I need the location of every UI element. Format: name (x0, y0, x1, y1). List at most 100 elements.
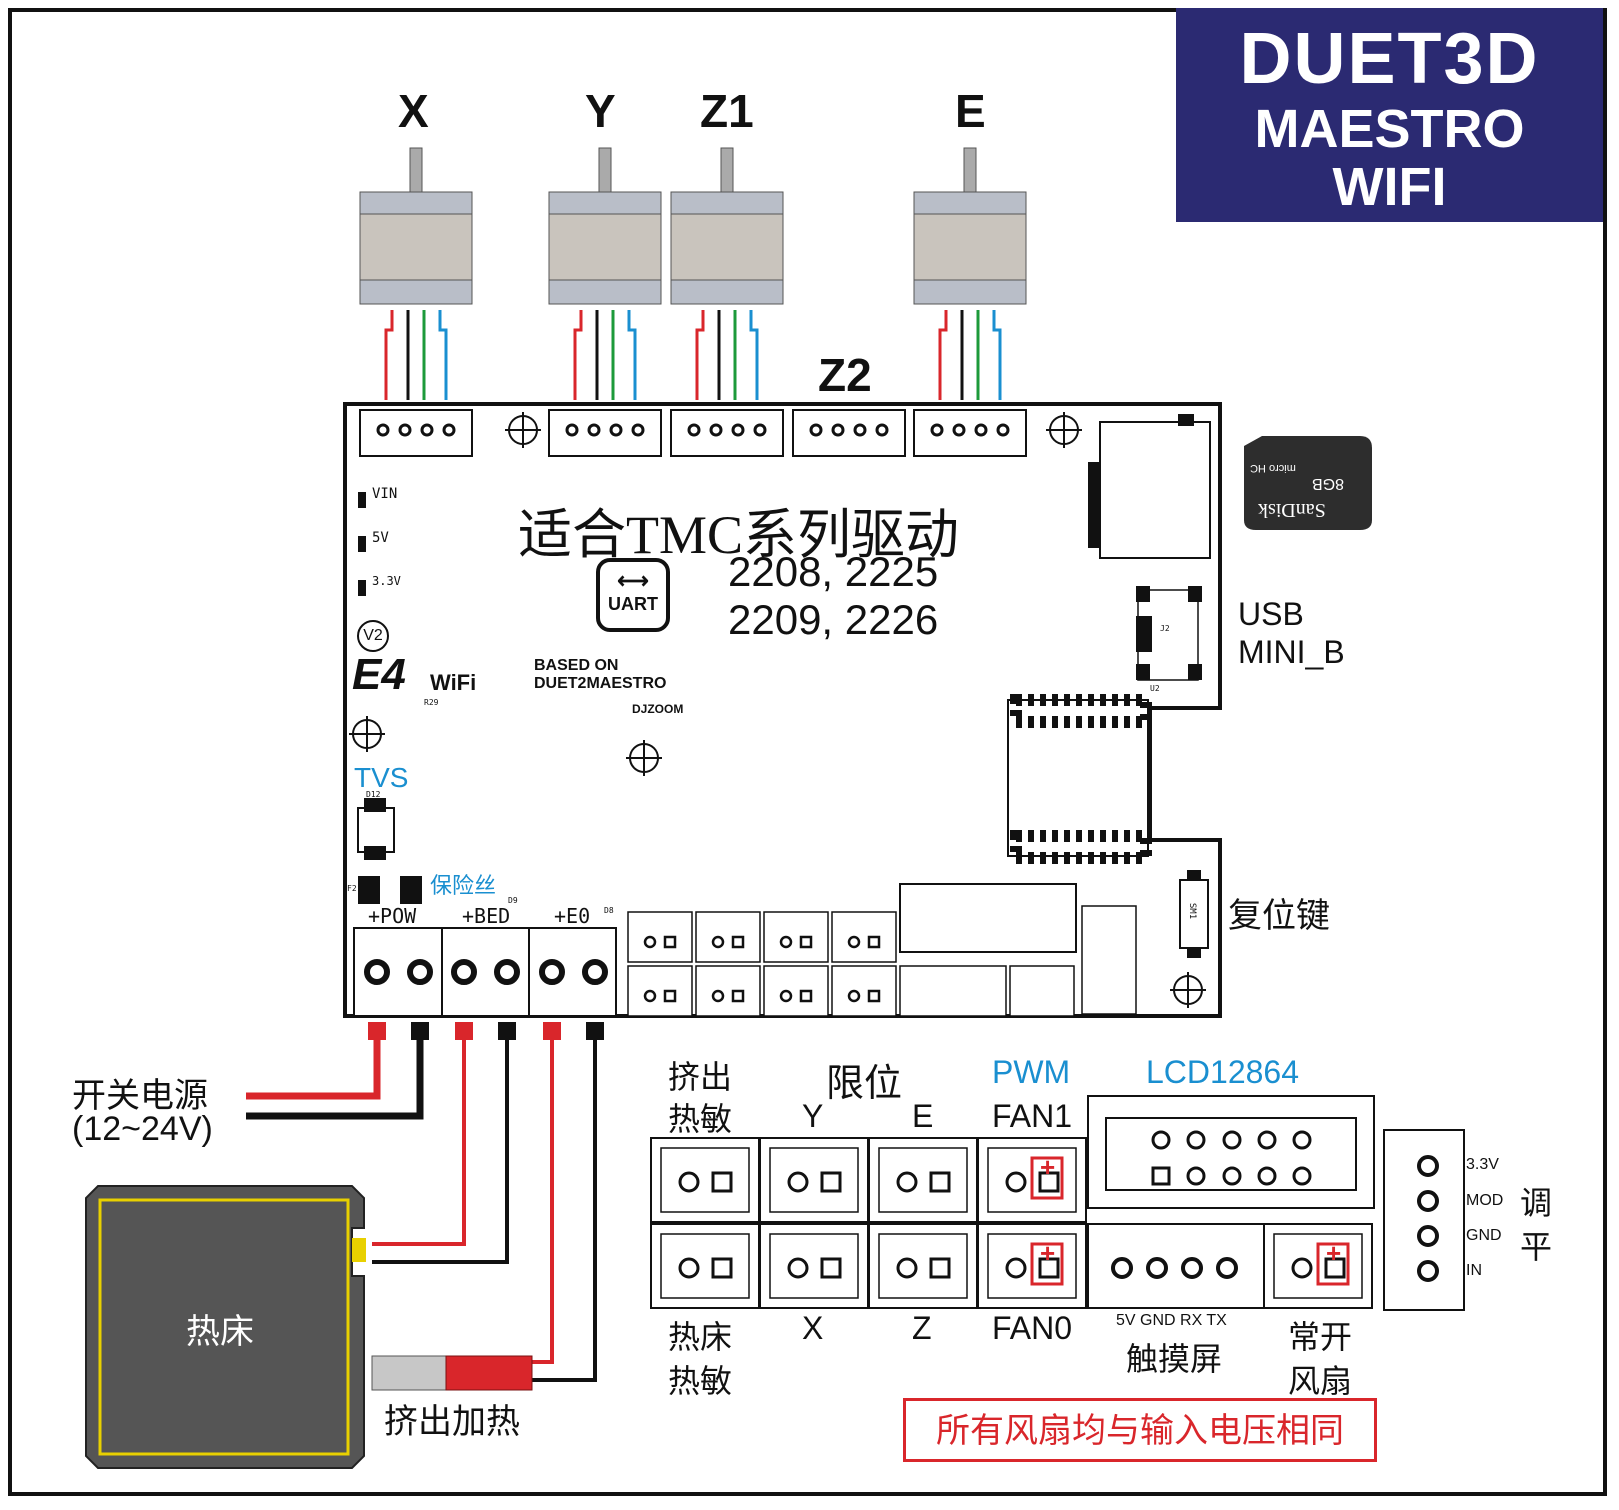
sd-brand: SanDisk (1258, 499, 1326, 521)
wifi-module (1007, 694, 1152, 864)
fan0-plus: + (1040, 1238, 1056, 1268)
motor-x (359, 147, 473, 305)
fan0-label: FAN0 (992, 1310, 1073, 1346)
pow-label: +POW (368, 904, 417, 928)
endstop-label: 限位 (826, 1061, 903, 1105)
fan1-plus: + (1040, 1152, 1056, 1182)
pwm-label: PWM (992, 1054, 1071, 1090)
bed-label: +BED (462, 904, 511, 928)
based-on-line2: DUET2MAESTRO (534, 675, 667, 692)
leveling-pin-mod: MOD (1466, 1192, 1504, 1209)
psu-voltage: (12~24V) (72, 1110, 213, 1148)
hotend-label: 挤出加热 (384, 1402, 520, 1442)
wifi-logo: WiFi (430, 670, 477, 695)
drivers-line1: 2208, 2225 (728, 548, 939, 595)
fan-voltage-note: 所有风扇均与输入电压相同 (903, 1398, 1377, 1462)
led-5v-label: 5V (372, 530, 389, 546)
sd-card (1244, 436, 1372, 530)
motor-x-label: X (398, 85, 429, 137)
r29-label: R29 (424, 698, 439, 707)
title-banner: DUET3D MAESTRO WIFI (1176, 8, 1603, 222)
tvs-diode (357, 798, 395, 860)
led-33v-label: 3.3V (372, 574, 401, 588)
motor-z2-label: Z2 (818, 349, 872, 401)
version-badge: V2 (357, 620, 389, 652)
motor-e (913, 147, 1027, 305)
motor-y (548, 147, 662, 305)
heater-wires (372, 1022, 597, 1382)
psu-label: 开关电源 (72, 1076, 208, 1116)
connector-e (912, 408, 1028, 458)
d9-label: D9 (508, 896, 518, 905)
usb-connector (1136, 586, 1202, 681)
terminal-plugs (368, 1022, 604, 1040)
fuse (358, 876, 422, 904)
power-wires (246, 1022, 424, 1120)
legend-connectors (649, 1095, 1465, 1311)
connector-z2 (791, 408, 907, 458)
connector-y (547, 408, 663, 458)
bed-thermistor-label-1: 热床 (668, 1318, 733, 1356)
title-line2: MAESTRO (1254, 99, 1525, 159)
f2-label: F2 (347, 884, 357, 893)
board-small-connectors (626, 883, 1137, 1018)
fuse-label: 保险丝 (430, 874, 497, 899)
always-fan-label-2: 风扇 (1288, 1362, 1353, 1400)
touch-pins-label: 5V GND RX TX (1116, 1312, 1227, 1329)
uart-badge: ⟷ UART (596, 558, 670, 632)
sm1-label: SM1 (1187, 902, 1198, 920)
leveling-label-1: 调 (1520, 1184, 1553, 1222)
heated-bed (85, 1185, 366, 1469)
motor-y-label: Y (585, 85, 616, 137)
leveling-pin-in: IN (1466, 1262, 1482, 1279)
leveling-pin-gnd: GND (1466, 1227, 1502, 1244)
extruder-thermistor-label-2: 热敏 (668, 1100, 733, 1138)
endstop-x-label: X (802, 1310, 824, 1346)
usb-label-2: MINI_B (1238, 634, 1345, 670)
touch-label: 触摸屏 (1126, 1340, 1223, 1378)
power-terminals (353, 927, 617, 1017)
board-heading: 适合TMC系列驱动 (518, 505, 960, 565)
leveling-pin-33v: 3.3V (1466, 1156, 1499, 1173)
hotend-heater (371, 1355, 533, 1391)
motor-e-label: E (955, 85, 986, 137)
motor-z1-label: Z1 (700, 85, 754, 137)
drivers-line2: 2209, 2226 (728, 596, 939, 643)
connector-z1 (669, 408, 785, 458)
lcd-label: LCD12864 (1146, 1054, 1299, 1090)
reset-label: 复位键 (1228, 896, 1330, 936)
endstop-z-label: Z (912, 1310, 932, 1346)
j2-label: J2 (1160, 624, 1170, 633)
djzoom-label: DJZOOM (632, 702, 684, 716)
d8-label: D8 (604, 906, 614, 915)
sd-slot (1088, 414, 1211, 559)
led-vin (358, 492, 366, 508)
endstop-e-label: E (912, 1098, 934, 1134)
led-vin-label: VIN (372, 486, 398, 502)
motor-wires (384, 310, 1002, 400)
motor-z1 (670, 147, 784, 305)
led-33v (358, 580, 366, 596)
diagram-frame (8, 8, 1607, 1496)
sd-type: micro HC (1250, 462, 1296, 474)
usb-label-1: USB (1238, 596, 1304, 632)
connector-x (358, 408, 474, 458)
sd-size: 8GB (1312, 475, 1345, 492)
title-line1: DUET3D (1239, 19, 1540, 99)
u2-label: U2 (1150, 684, 1160, 693)
bed-thermistor-label-2: 热敏 (668, 1362, 733, 1400)
arrow-icon: ⟷ (617, 568, 649, 593)
always-fan-label-1: 常开 (1288, 1318, 1353, 1356)
tvs-label: TVS (354, 762, 409, 793)
uart-label: UART (608, 594, 658, 614)
d12-label: D12 (366, 790, 381, 799)
heated-bed-label: 热床 (186, 1312, 254, 1352)
e0-label: +E0 (554, 904, 591, 928)
reset-button (1179, 870, 1209, 958)
title-line3: WIFI (1332, 157, 1447, 217)
leveling-label-2: 平 (1520, 1228, 1553, 1266)
fan1-label: FAN1 (992, 1098, 1073, 1134)
led-5v (358, 536, 366, 552)
extruder-thermistor-label-1: 挤出 (668, 1058, 733, 1096)
